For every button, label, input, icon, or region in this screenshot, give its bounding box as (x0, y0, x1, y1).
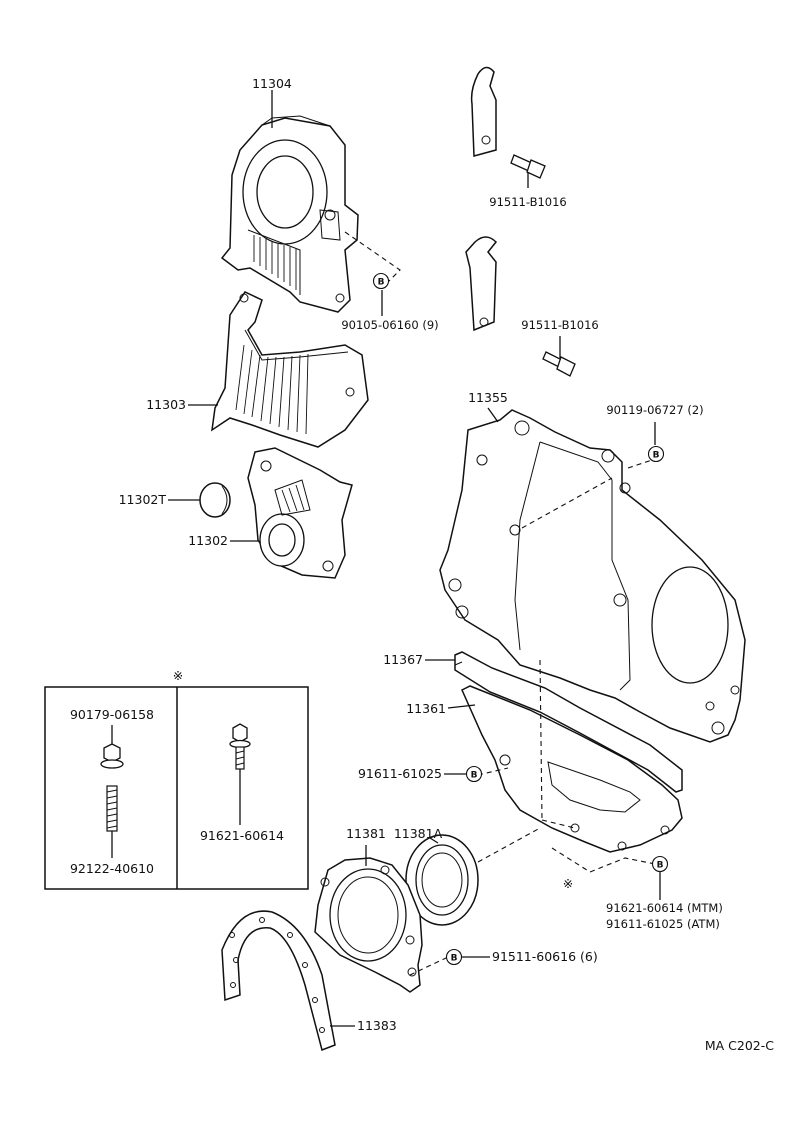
label-91511-b1016-b: 91511-B1016 (521, 318, 598, 332)
gasket-11383 (221, 910, 336, 1052)
timing-cover-middle-11303 (211, 291, 369, 448)
inset-box: ※ 90179-06158 92122-40610 91621-60614 (44, 668, 309, 890)
label-90105-06160: 90105-06160 (9) (341, 318, 438, 332)
inset-label-90179-06158: 90179-06158 (70, 707, 154, 722)
label-11367: 11367 (383, 652, 423, 667)
flange-nut-icon (100, 743, 124, 769)
label-11381a: 11381A (394, 826, 443, 841)
leader-lines (168, 90, 661, 1027)
marker-b-90119: B (647, 445, 665, 463)
label-11302: 11302 (188, 533, 228, 548)
label-91511-b1016-a: 91511-B1016 (489, 195, 566, 209)
star-marker: ※ (563, 876, 573, 891)
svg-text:B: B (451, 954, 458, 964)
label-91611-61025-atm: 91611-61025 (ATM) (606, 917, 720, 931)
label-11302t: 11302T (119, 492, 167, 507)
timing-cover-upper-11304 (220, 115, 359, 313)
label-91511-60616: 91511-60616 (6) (492, 949, 598, 964)
inset-label-92122-40610: 92122-40610 (70, 861, 154, 876)
bolt-91511-b1016-upper (510, 154, 546, 179)
label-11361: 11361 (406, 701, 446, 716)
gasket-strip-11367 (454, 651, 683, 793)
svg-text:B: B (657, 861, 664, 871)
marker-b-91621: B (651, 855, 669, 873)
svg-text:B: B (378, 278, 385, 288)
plate-11361 (461, 685, 683, 853)
label-91611-61025: 91611-61025 (358, 766, 442, 781)
end-plate-11355 (439, 409, 746, 743)
inset-label-91621-60614: 91621-60614 (200, 828, 284, 843)
bolt-91511-b1016-lower (542, 351, 576, 377)
svg-text:B: B (653, 451, 660, 461)
oil-seal-11381a (405, 834, 479, 926)
marker-b-90105: B (372, 272, 390, 290)
label-11303: 11303 (146, 397, 186, 412)
inset-marker: ※ (173, 668, 183, 683)
diagram-code: MA C202-C (705, 1038, 774, 1053)
svg-text:B: B (471, 771, 478, 781)
part-labels: 11304 91511-B1016 90105-06160 (9) 91511-… (119, 76, 775, 1053)
label-11381: 11381 (346, 826, 386, 841)
seal-retainer-11381 (314, 857, 423, 993)
label-90119-06727: 90119-06727 (2) (606, 403, 703, 417)
label-91621-60614-mtm: 91621-60614 (MTM) (606, 901, 723, 915)
label-11304: 11304 (252, 76, 292, 91)
bracket-lower (465, 236, 498, 332)
label-11383: 11383 (357, 1018, 397, 1033)
dashed-guides (344, 231, 661, 976)
marker-b-91511-60616: B (445, 948, 463, 966)
label-11355: 11355 (468, 390, 508, 405)
plug-11302t (199, 482, 231, 518)
marker-b-91611: B (465, 765, 483, 783)
timing-cover-lower-11302 (247, 447, 353, 579)
bracket-upper (470, 66, 497, 157)
stud-bolt-icon (106, 785, 118, 832)
